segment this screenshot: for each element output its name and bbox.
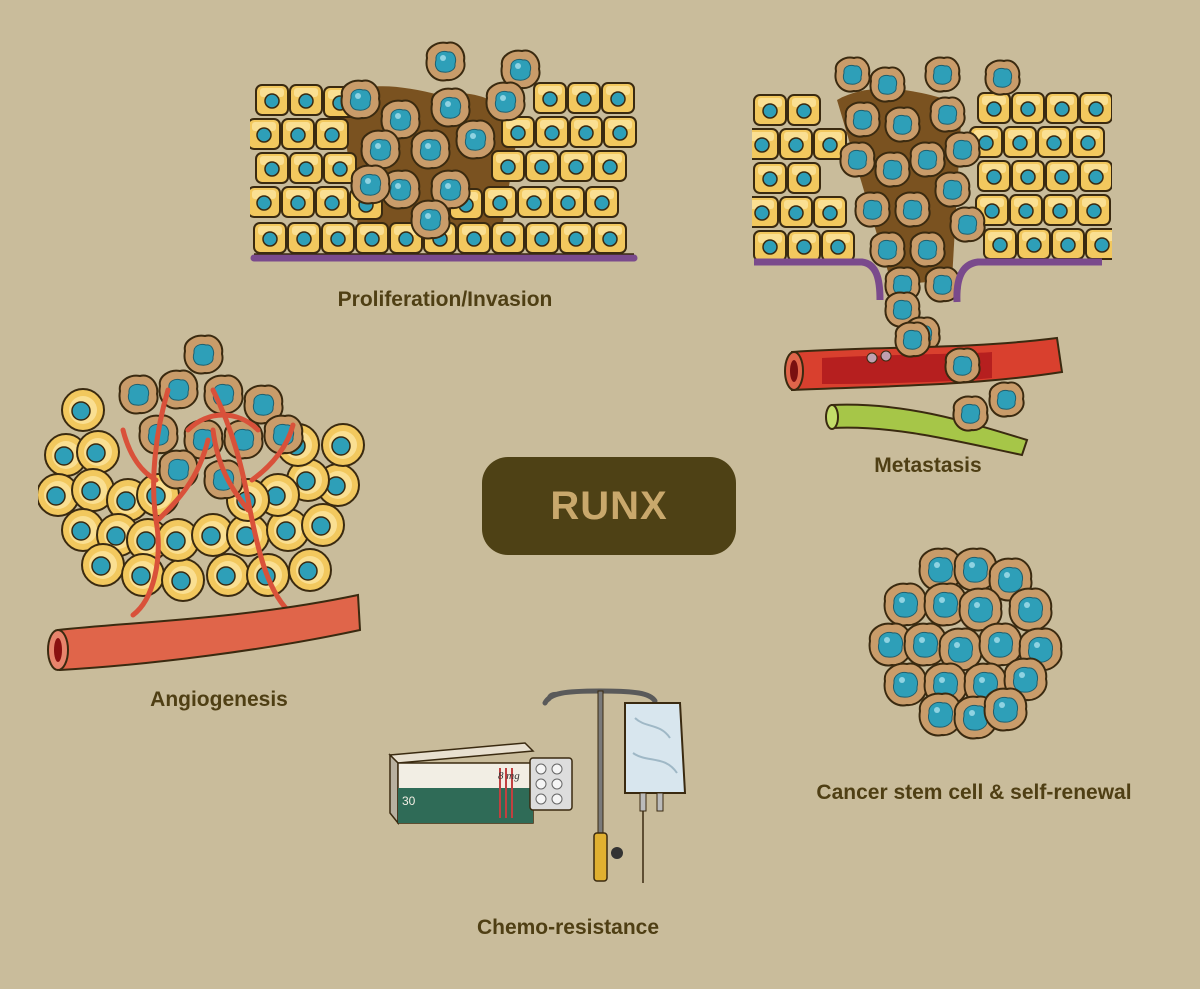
- iv-bag: [624, 702, 687, 883]
- stem-cell-cluster-illustration: [868, 547, 1063, 740]
- blood-vessel: [784, 321, 1064, 392]
- label-angiogenesis: Angiogenesis: [150, 688, 288, 711]
- metastasis-illustration: [752, 56, 1112, 457]
- chemo-illustration: 8 mg 30: [388, 688, 687, 883]
- label-cancer-stem-cell: Cancer stem cell & self-renewal: [816, 781, 1132, 804]
- iv-stand: [542, 688, 658, 882]
- proliferation-illustration: [250, 41, 638, 262]
- runx-label: RUNX: [550, 483, 668, 528]
- stem-cells: [868, 547, 1063, 740]
- drug-box: 8 mg 30: [388, 742, 535, 826]
- label-metastasis: Metastasis: [874, 454, 982, 477]
- label-chemo-resistance: Chemo-resistance: [476, 916, 660, 939]
- branching-vessels: [120, 387, 296, 618]
- runx-center-box: RUNX: [482, 457, 736, 555]
- angiogenesis-illustration: [38, 334, 365, 672]
- label-proliferation-invasion: Proliferation/Invasion: [337, 288, 553, 311]
- lymph-vessel: [825, 381, 1029, 457]
- main-vessel: [47, 593, 362, 672]
- drug-dose-text: 8 mg: [498, 770, 520, 782]
- blister-pack: [529, 757, 573, 811]
- drug-count-text: 30: [402, 794, 416, 808]
